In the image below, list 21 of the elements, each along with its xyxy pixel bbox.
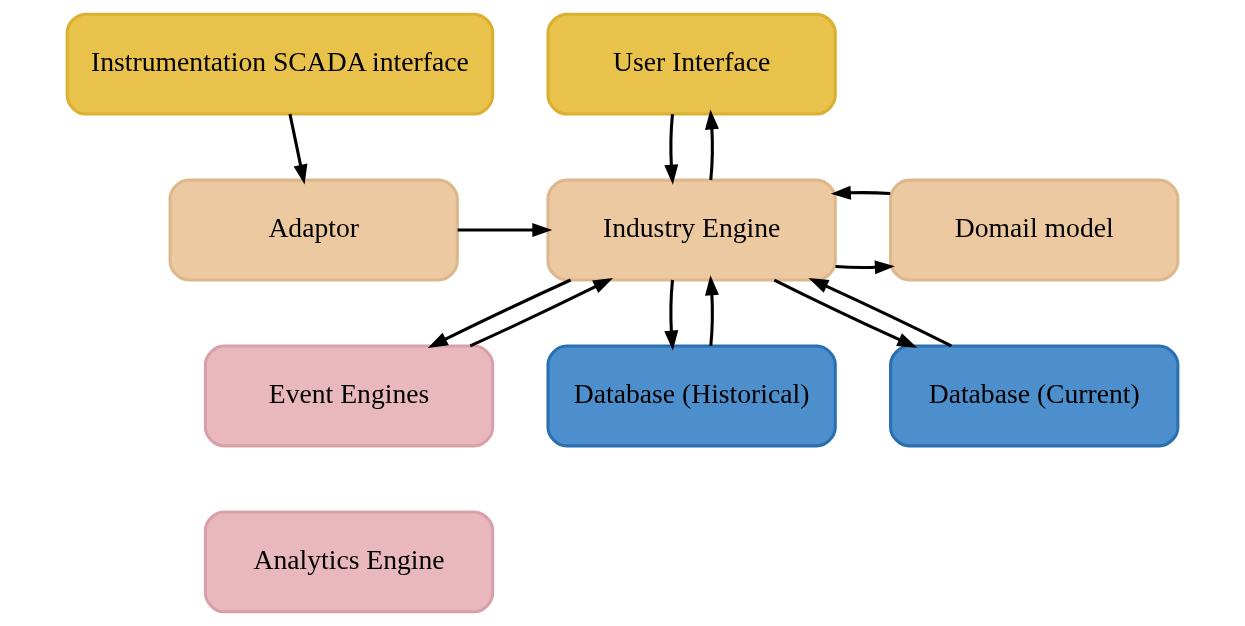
arrow: [288, 113, 308, 185]
node-box: Database (Historical): [546, 344, 837, 448]
arrow: [664, 113, 679, 185]
node-box: Industry Engine: [546, 178, 837, 282]
arrow: [457, 223, 553, 238]
arrow: [664, 279, 679, 351]
arrow: [830, 185, 891, 200]
arrow: [705, 275, 719, 347]
node-box: Domail model: [889, 178, 1180, 282]
arrow: [835, 260, 895, 275]
node-box: Instrumentation SCADA interface: [65, 12, 495, 116]
node-box: User Interface: [546, 12, 837, 116]
arrow: [705, 109, 719, 181]
arrow: [773, 278, 918, 348]
node-box: Adaptor: [168, 178, 459, 282]
node-box: Database (Current): [889, 344, 1180, 448]
node-box: Analytics Engine: [203, 510, 495, 614]
arrow: [427, 278, 572, 348]
arrow: [469, 277, 614, 348]
node-box: Event Engines: [203, 344, 495, 448]
arrow: [808, 278, 952, 348]
